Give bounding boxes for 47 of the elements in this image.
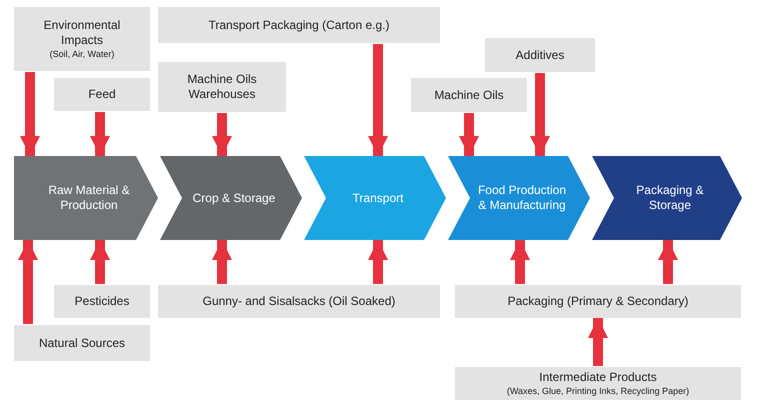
input-box bbox=[485, 38, 595, 72]
input-box bbox=[455, 367, 741, 400]
arrow bbox=[510, 240, 530, 284]
box-label: Natural Sources bbox=[38, 336, 126, 350]
arrow bbox=[20, 72, 40, 156]
arrow bbox=[90, 112, 110, 156]
box-label: Additives bbox=[516, 48, 564, 62]
input-box bbox=[54, 285, 150, 318]
box-label: Transport Packaging (Carton e.g.) bbox=[208, 18, 390, 32]
input-box bbox=[158, 7, 440, 43]
step-label: Crop & Storage bbox=[192, 190, 276, 206]
input-box bbox=[158, 62, 286, 112]
input-box bbox=[455, 285, 741, 318]
step-label: Transport bbox=[352, 190, 404, 206]
input-box bbox=[14, 325, 150, 361]
arrow bbox=[18, 240, 38, 324]
arrow bbox=[212, 240, 232, 284]
box-sublabel: (Waxes, Glue, Printing Inks, Recycling Paper) bbox=[506, 384, 690, 398]
box-label: Environmental Impacts bbox=[42, 18, 122, 48]
arrow bbox=[530, 73, 550, 156]
input-box bbox=[14, 7, 150, 71]
box-label: Pesticides bbox=[74, 294, 130, 309]
process-step bbox=[592, 156, 742, 240]
process-step bbox=[304, 156, 446, 240]
arrow bbox=[588, 318, 608, 366]
box-label: Machine Oils Warehouses bbox=[186, 72, 258, 102]
process-step bbox=[14, 156, 158, 240]
process-step bbox=[160, 156, 302, 240]
arrow bbox=[459, 113, 479, 156]
box-label: Intermediate Products bbox=[539, 370, 657, 384]
box-label: Packaging (Primary & Secondary) bbox=[508, 294, 688, 309]
step-label: Packaging & Storage bbox=[635, 183, 705, 213]
process-step bbox=[448, 156, 590, 240]
arrow bbox=[368, 240, 388, 284]
input-box bbox=[54, 78, 150, 111]
arrow bbox=[212, 113, 232, 156]
box-sublabel: (Soil, Air, Water) bbox=[50, 48, 114, 60]
input-box bbox=[411, 78, 527, 112]
box-label: Machine Oils bbox=[434, 88, 504, 102]
step-label: Food Production & Manufacturing bbox=[476, 183, 568, 213]
step-label: Raw Material & Production bbox=[47, 183, 131, 213]
arrow bbox=[658, 240, 678, 284]
input-box bbox=[158, 285, 440, 318]
arrow bbox=[90, 240, 110, 284]
arrow bbox=[368, 44, 388, 156]
box-label: Feed bbox=[88, 87, 116, 102]
box-label: Gunny- and Sisalsacks (Oil Soaked) bbox=[202, 294, 396, 309]
